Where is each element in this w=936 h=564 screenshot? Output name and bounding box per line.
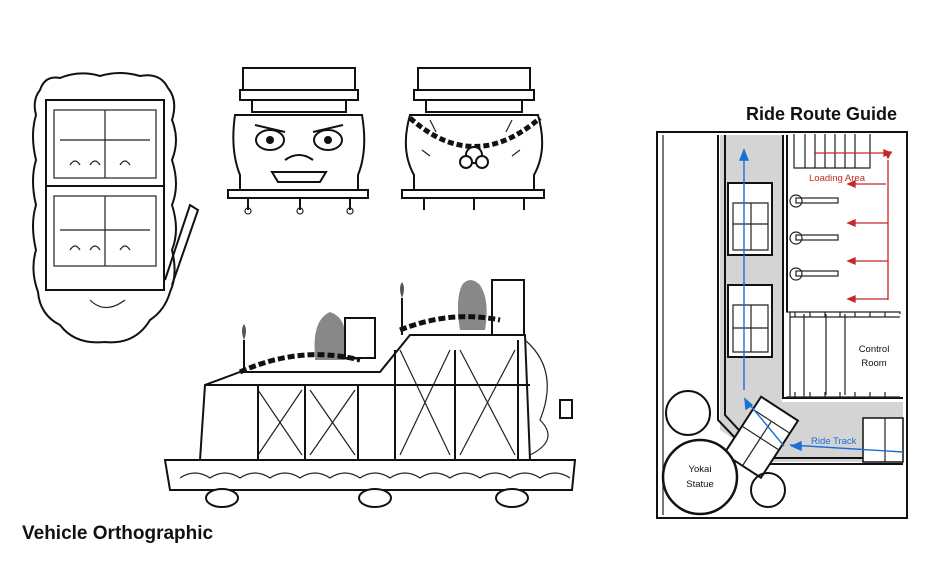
statue-label-line1: Yokai <box>689 464 712 475</box>
ride-track-arrows <box>738 148 904 453</box>
ride-car <box>727 284 773 358</box>
control-room-label-line1: Control <box>859 344 890 355</box>
control-room-label-line2: Room <box>861 358 886 369</box>
ride-car-turning <box>722 395 800 480</box>
loading-arrows <box>814 149 893 303</box>
ride-route-guide-title: Ride Route Guide <box>746 104 898 124</box>
vehicle-side-view <box>163 279 577 508</box>
vehicle-back-view <box>401 67 545 210</box>
vehicle-orthographic-title: Vehicle Orthographic <box>22 523 214 544</box>
loading-area-label: Loading Area <box>809 173 866 184</box>
ride-route-map: Loading Area Control Room Ride Track <box>656 131 908 519</box>
ride-car <box>727 182 773 256</box>
ride-track-label: Ride Track <box>811 436 857 447</box>
yokai-statue <box>661 438 739 516</box>
statue-label-line2: Statue <box>686 479 713 490</box>
vehicle-front-view <box>227 67 369 215</box>
vehicle-top-view <box>32 72 200 344</box>
